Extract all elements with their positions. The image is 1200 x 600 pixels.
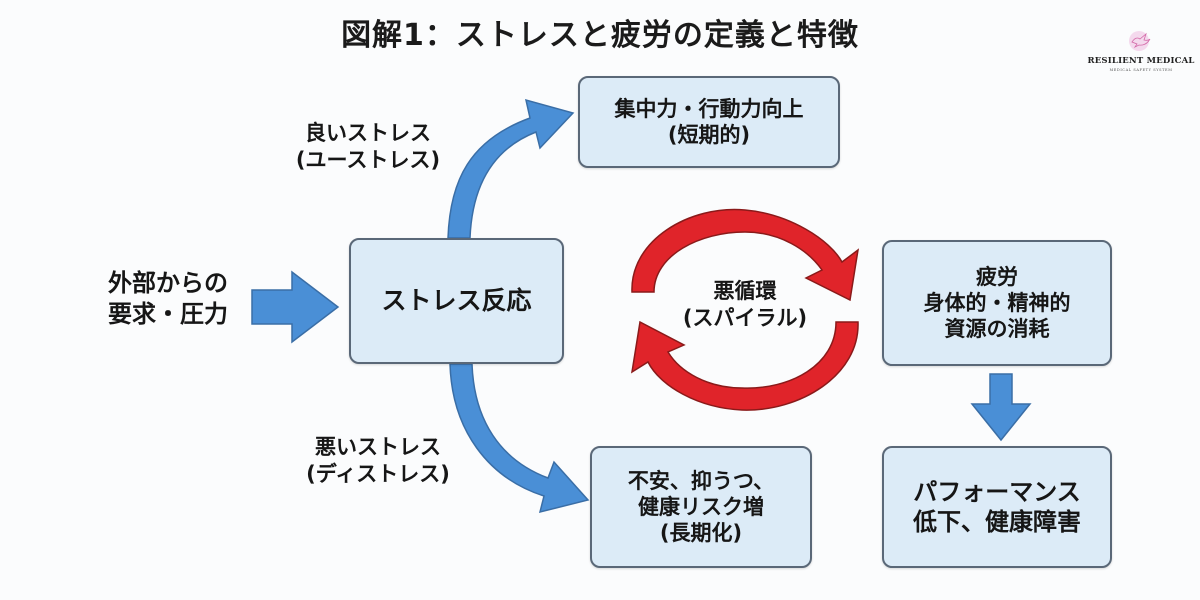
distress-outcome-box: 不安、抑うつ、 健康リスク増 (長期化) <box>590 446 812 568</box>
logo-subtitle: MEDICAL SAFETY SYSTEM <box>1109 68 1173 72</box>
distress-arrow <box>449 363 590 514</box>
external-demand-label: 外部からの 要求・圧力 <box>108 269 228 329</box>
down-arrow <box>970 373 1032 442</box>
logo: RESILIENT MEDICAL MEDICAL SAFETY SYSTEM <box>1082 30 1200 72</box>
cycle-arrow-bottom <box>630 320 859 411</box>
cycle-arrow-top <box>631 208 860 302</box>
distress-label: 悪いストレス (ディストレス) <box>306 435 450 487</box>
performance-box: パフォーマンス 低下、健康障害 <box>882 446 1112 568</box>
vicious-cycle-label: 悪循環 (スパイラル) <box>682 279 808 331</box>
eustress-outcome-box: 集中力・行動力向上 (短期的) <box>578 76 840 168</box>
stress-response-box: ストレス反応 <box>349 238 564 364</box>
logo-name: RESILIENT MEDICAL <box>1087 56 1195 66</box>
dove-icon <box>1126 30 1156 52</box>
input-arrow <box>251 270 340 344</box>
diagram-title: 図解1：ストレスと疲労の定義と特徴 <box>341 18 859 53</box>
fatigue-box: 疲労 身体的・精神的 資源の消耗 <box>882 240 1112 366</box>
eustress-label: 良いストレス (ユーストレス) <box>295 121 441 173</box>
eustress-arrow <box>447 98 575 239</box>
